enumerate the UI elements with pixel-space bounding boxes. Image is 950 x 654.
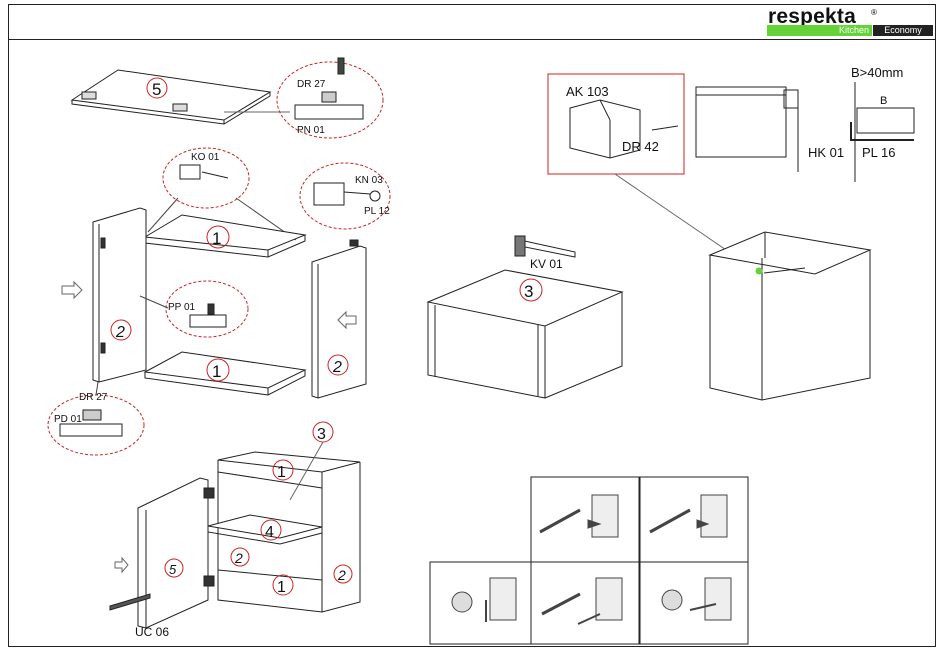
part-number-2-final-left: 2 (234, 550, 243, 566)
part-number-5-door: 5 (169, 562, 177, 577)
label-pp01: PP 01 (168, 302, 195, 313)
part-number-3-back: 3 (524, 282, 533, 301)
label-ko01: KO 01 (191, 152, 220, 163)
part-number-4-final-shelf: 4 (265, 524, 274, 541)
label-uc06: UC 06 (135, 625, 169, 639)
label-pd01: PD 01 (54, 414, 82, 425)
carcass-assembled-right (710, 232, 870, 400)
label-hk01: HK 01 (808, 145, 844, 160)
part-number-1-final-top: 1 (277, 464, 286, 481)
door-panel-5 (110, 478, 214, 628)
part-number-3-final: 3 (317, 426, 326, 443)
part-number-1-final-bottom: 1 (277, 579, 286, 596)
label-dr27-bottom: DR 27 (79, 392, 108, 403)
part-number-2-left: 2 (115, 324, 125, 341)
label-dr42: DR 42 (622, 139, 659, 154)
label-kn03: KN 03 (355, 175, 383, 186)
label-b-gt-40mm: B>40mm (851, 65, 903, 80)
arrow-right-door-icon (115, 558, 128, 572)
part-number-5-top: 5 (152, 80, 161, 99)
label-pl12: PL 12 (364, 206, 390, 217)
label-dr27-top: DR 27 (297, 79, 326, 90)
hammer-icon (520, 240, 575, 257)
label-b: B (880, 95, 887, 107)
label-ak103: AK 103 (566, 84, 609, 99)
label-kv01: KV 01 (530, 257, 563, 271)
part-number-1-upper: 1 (212, 229, 221, 248)
label-pl16: PL 16 (862, 145, 896, 160)
part-number-2-right: 2 (332, 359, 342, 376)
shelf-upper (145, 215, 305, 257)
part-number-1-lower: 1 (212, 362, 221, 381)
part-number-2-final-right: 2 (337, 567, 346, 583)
shelf-lower (145, 352, 305, 395)
label-pn01: PN 01 (297, 125, 325, 136)
arrow-right-icon (62, 282, 82, 298)
side-panel-left (93, 208, 146, 382)
top-panel-5 (72, 70, 270, 124)
